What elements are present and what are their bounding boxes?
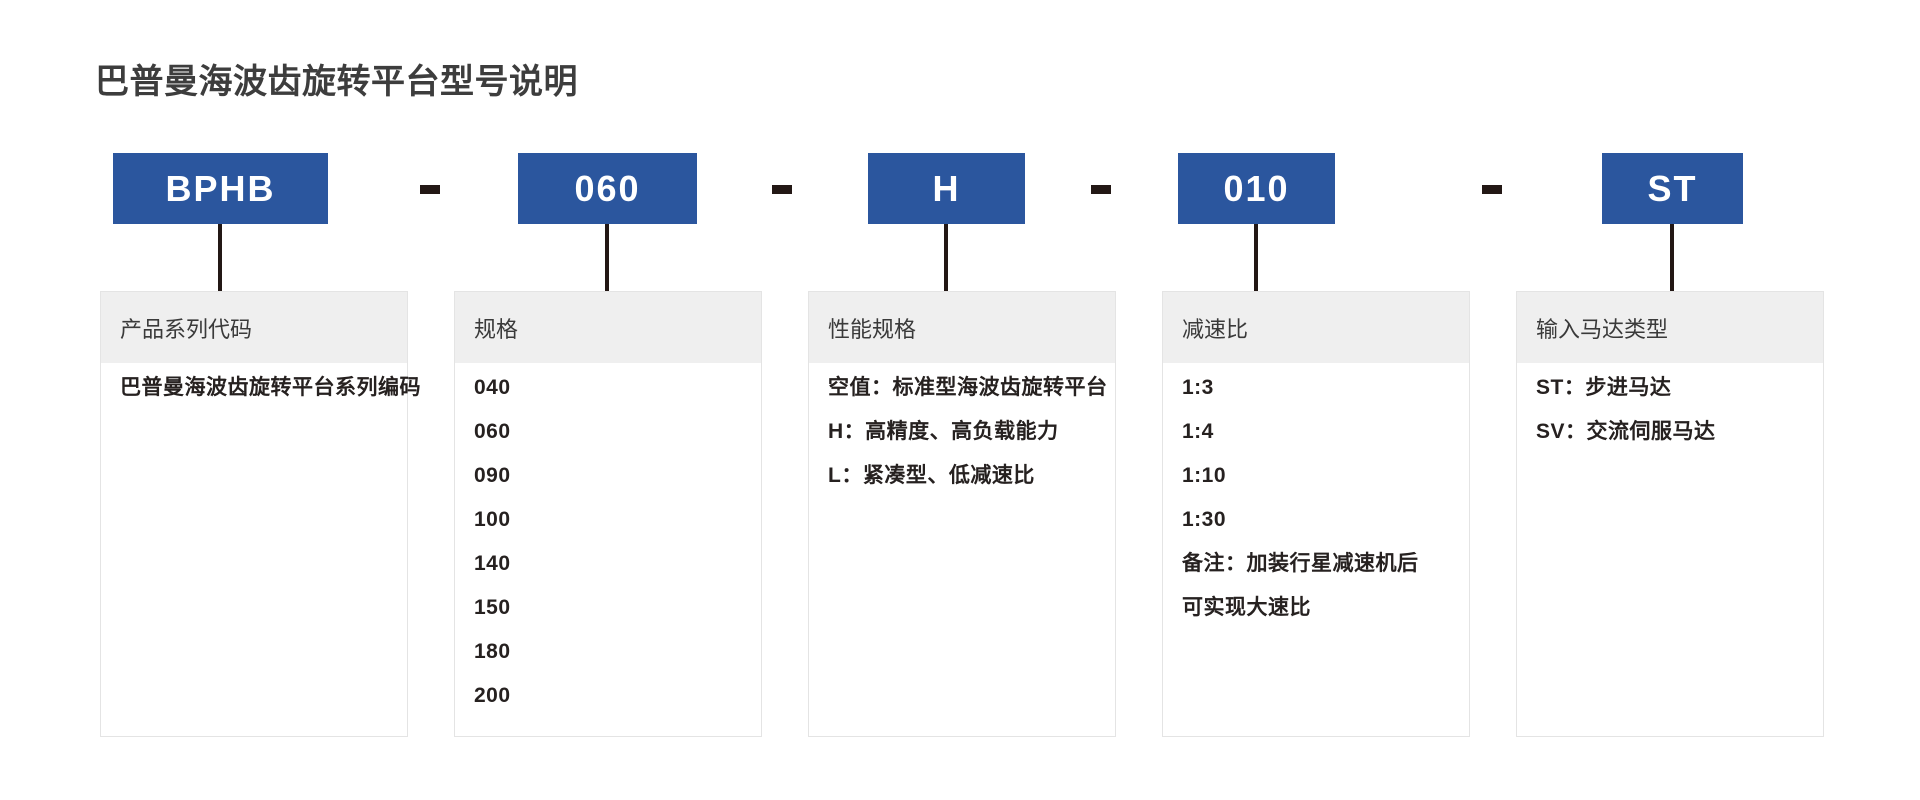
card-item: 备注：加装行星减速机后 [1182,552,1419,575]
card-item: 090 [474,464,511,487]
card-item: SV：交流伺服马达 [1536,420,1716,443]
card-item: ST：步进马达 [1536,376,1672,399]
connector-line [1254,224,1258,292]
card-body: ST：步进马达 SV：交流伺服马达 [1517,363,1823,454]
card-item: 140 [474,552,511,575]
card-item: 040 [474,376,511,399]
model-segment-performance: H [868,153,1025,224]
card-header: 规格 [455,292,761,363]
card-body: 040 060 090 100 140 150 180 200 [455,363,761,718]
card-body: 巴普曼海波齿旋转平台系列编码 [101,363,421,410]
spec-card-series: 产品系列代码 巴普曼海波齿旋转平台系列编码 [100,291,421,737]
model-segment-ratio: 010 [1178,153,1335,224]
connector-line [1670,224,1674,292]
card-item: 巴普曼海波齿旋转平台系列编码 [120,376,421,399]
card-item: 空值：标准型海波齿旋转平台 [828,376,1108,399]
separator-dash [420,185,440,194]
spec-card-performance: 性能规格 空值：标准型海波齿旋转平台 H：高精度、高负载能力 L：紧凑型、低减速… [808,291,1116,737]
card-item: 1:10 [1182,464,1227,487]
card-item: 1:4 [1182,420,1214,443]
card-body: 空值：标准型海波齿旋转平台 H：高精度、高负载能力 L：紧凑型、低减速比 [809,363,1115,498]
card-item: 1:3 [1182,376,1214,399]
card-header: 输入马达类型 [1517,292,1823,363]
spec-card-motor: 输入马达类型 ST：步进马达 SV：交流伺服马达 [1516,291,1824,737]
spec-card-ratio: 减速比 1:3 1:4 1:10 1:30 备注：加装行星减速机后 可实现大速比 [1162,291,1470,737]
connector-line [218,224,222,292]
card-item: L：紧凑型、低减速比 [828,464,1035,487]
separator-dash [1091,185,1111,194]
card-body: 1:3 1:4 1:10 1:30 备注：加装行星减速机后 可实现大速比 [1163,363,1469,630]
model-segment-series: BPHB [113,153,328,224]
card-item: 100 [474,508,511,531]
card-item: 可实现大速比 [1182,596,1311,619]
card-item: 060 [474,420,511,443]
card-item: H：高精度、高负载能力 [828,420,1059,443]
card-item: 1:30 [1182,508,1227,531]
card-header: 性能规格 [809,292,1115,363]
card-item: 200 [474,684,511,707]
card-item: 150 [474,596,511,619]
spec-card-size: 规格 040 060 090 100 140 150 180 200 [454,291,762,737]
card-header: 减速比 [1163,292,1469,363]
connector-line [605,224,609,292]
separator-dash [772,185,792,194]
card-item: 180 [474,640,511,663]
model-segment-motor: ST [1602,153,1743,224]
page-title: 巴普曼海波齿旋转平台型号说明 [95,63,578,101]
connector-line [944,224,948,292]
card-header: 产品系列代码 [101,292,407,363]
separator-dash [1482,185,1502,194]
model-segment-size: 060 [518,153,697,224]
